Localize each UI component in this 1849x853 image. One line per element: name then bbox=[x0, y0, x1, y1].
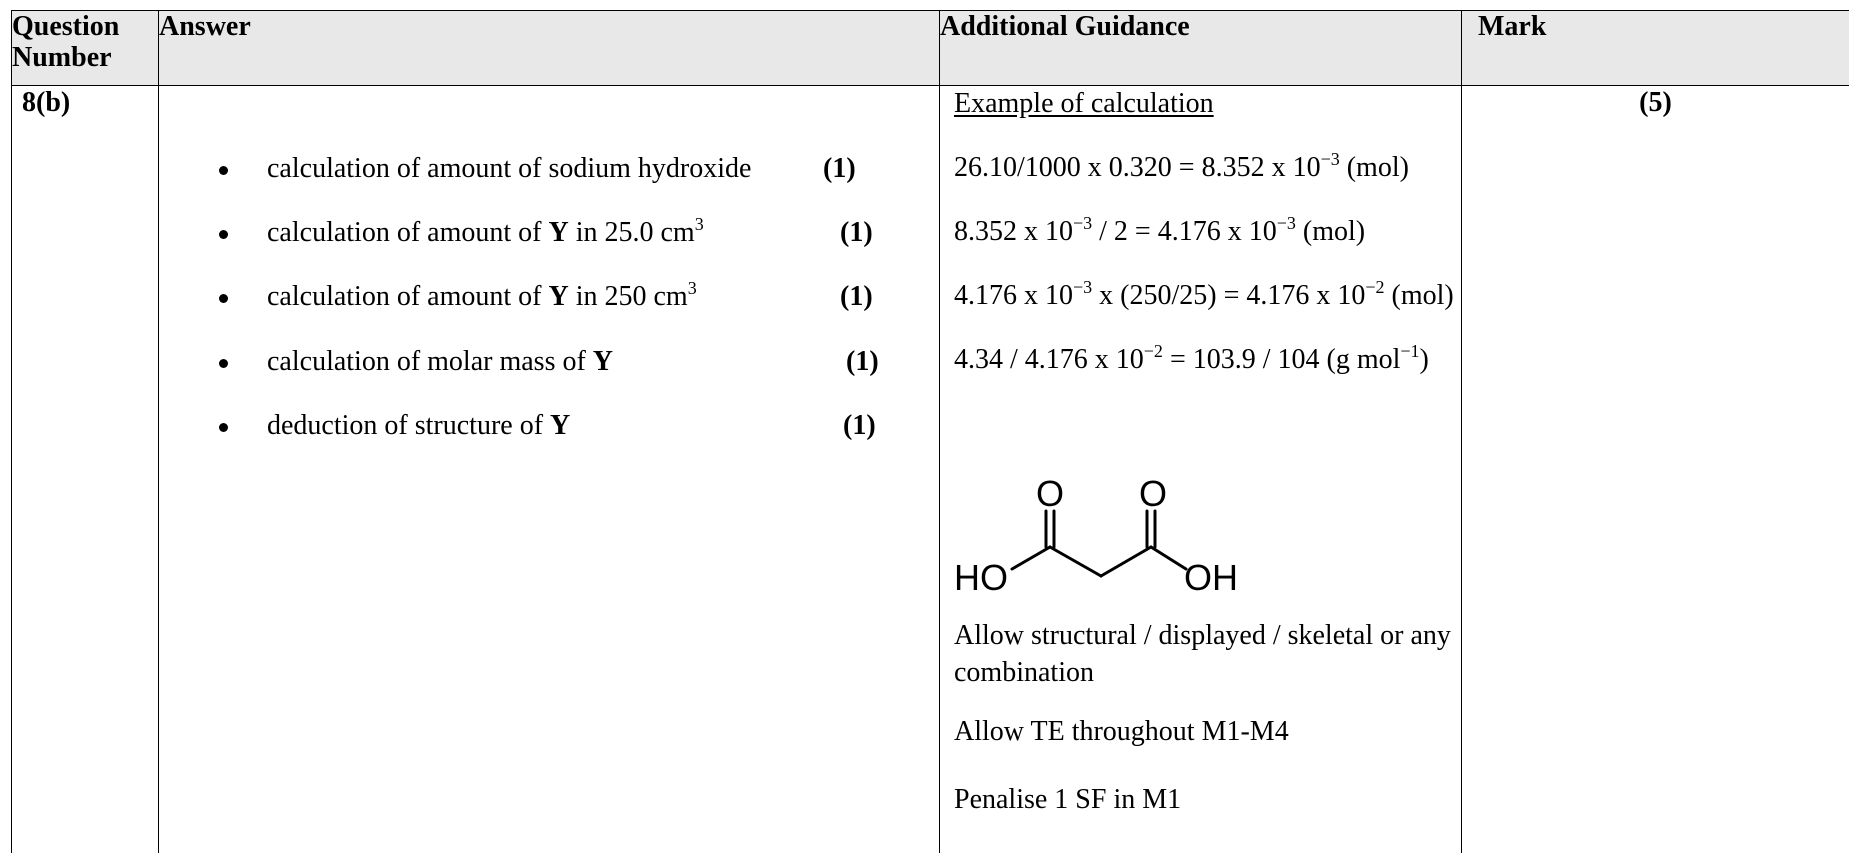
bullet-icon bbox=[219, 230, 228, 239]
example-heading: Example of calculation bbox=[954, 88, 1214, 119]
calculation-line: 4.34 / 4.176 x 10−2 = 103.9 / 104 (g mol… bbox=[954, 341, 1429, 375]
mark-heading: Mark bbox=[1461, 10, 1849, 86]
bond bbox=[1010, 545, 1052, 571]
mark-scheme-sheet: Question Number Answer Additional Guidan… bbox=[11, 10, 1849, 853]
allow-note: Allow structural / displayed / skeletal … bbox=[954, 620, 1451, 688]
bullet-icon bbox=[219, 359, 228, 368]
point-mark: (1) bbox=[840, 217, 873, 248]
bullet-icon bbox=[219, 294, 228, 303]
guidance-cell: Example of calculation 26.10/1000 x 0.32… bbox=[939, 85, 1462, 853]
oxygen-label: O bbox=[1139, 473, 1167, 514]
bullet-icon bbox=[219, 166, 228, 175]
point-mark: (1) bbox=[840, 281, 873, 312]
point-mark: (1) bbox=[846, 346, 879, 377]
table-header-row: Question Number Answer Additional Guidan… bbox=[11, 10, 1849, 86]
calculation-line: 4.176 x 10−3 x (250/25) = 4.176 x 10−2 (… bbox=[954, 277, 1454, 311]
point-mark: (1) bbox=[823, 153, 856, 184]
question-row: 8(b) calculation of amount of sodium hyd… bbox=[11, 85, 1849, 853]
penalise-note: Penalise 1 SF in M1 bbox=[954, 784, 1182, 815]
calculation-line: 8.352 x 10−3 / 2 = 4.176 x 10−3 (mol) bbox=[954, 213, 1366, 247]
mark-scheme-grid: Question Number Answer Additional Guidan… bbox=[11, 10, 1849, 853]
answer-cell: calculation of amount of sodium hydroxid… bbox=[158, 85, 940, 853]
hydroxyl-label: OH bbox=[1184, 557, 1238, 598]
bond bbox=[1149, 545, 1188, 571]
calculation-line: 26.10/1000 x 0.320 = 8.352 x 10−3 (mol) bbox=[954, 149, 1409, 183]
bullet-icon bbox=[219, 423, 228, 432]
question-number: 8(b) bbox=[11, 85, 159, 853]
answer-heading: Answer bbox=[158, 10, 940, 86]
guidance-heading: Additional Guidance bbox=[939, 10, 1462, 86]
oxygen-label: O bbox=[1036, 473, 1064, 514]
bond bbox=[1099, 545, 1153, 578]
bond bbox=[1048, 545, 1103, 578]
structure-diagram: O O HO OH bbox=[954, 473, 1238, 598]
question-number-heading: Question Number bbox=[11, 10, 159, 86]
hydroxyl-label: HO bbox=[954, 557, 1008, 598]
total-mark: (5) bbox=[1461, 85, 1849, 853]
point-mark: (1) bbox=[843, 410, 876, 441]
allow-te-note: Allow TE throughout M1-M4 bbox=[954, 716, 1289, 747]
